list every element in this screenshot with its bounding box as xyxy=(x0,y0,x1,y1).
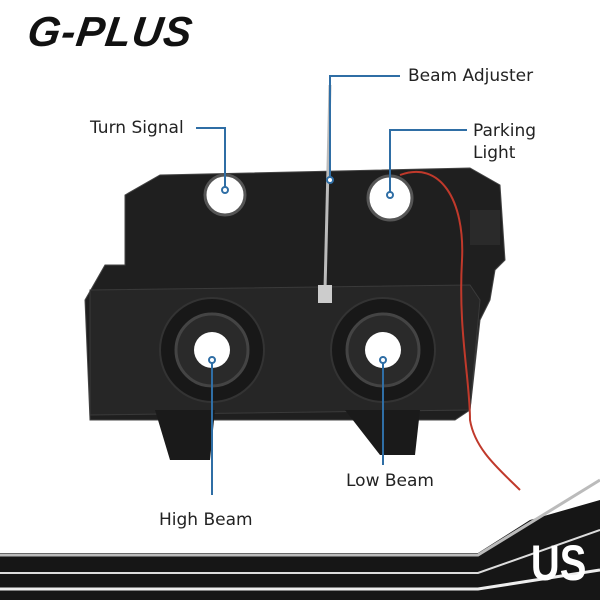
label-turn-signal: Turn Signal xyxy=(90,118,184,138)
label-low-beam: Low Beam xyxy=(346,471,434,491)
label-beam-adjuster: Beam Adjuster xyxy=(408,66,534,86)
wiring-harness xyxy=(399,170,521,491)
brand-logo: G-PLUS xyxy=(24,8,197,55)
label-parking-light-line1: Parking xyxy=(473,121,537,141)
callout-lines xyxy=(196,75,467,495)
high-beam-socket xyxy=(159,297,265,403)
low-beam-socket xyxy=(330,297,436,403)
us-badge: US xyxy=(530,535,586,591)
carbon-fiber-banner xyxy=(0,478,600,600)
label-high-beam: High Beam xyxy=(159,510,253,530)
callout-dots xyxy=(208,176,394,364)
headlight-housing xyxy=(84,167,506,460)
label-parking-light-line2: Light xyxy=(473,143,516,163)
